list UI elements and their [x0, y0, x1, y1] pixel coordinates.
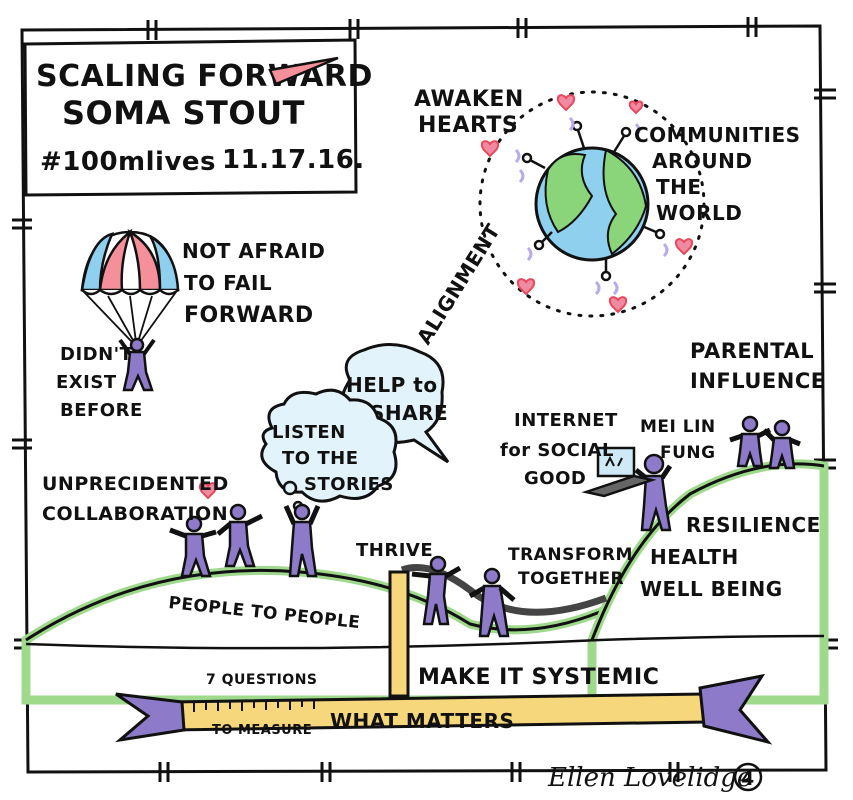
- title-box: SCALING FORWARD SOMA STOUT #100mlives 11…: [23, 38, 372, 197]
- arrow-head-icon: [698, 673, 773, 745]
- signature-number: 4: [741, 768, 755, 790]
- communities-line-4: WORLD: [656, 201, 742, 225]
- landscape: [21, 459, 829, 705]
- didnt-exist-line-3: BEFORE: [60, 400, 143, 421]
- ruler-ticks: [193, 699, 315, 712]
- listen-line-3: STORIES: [304, 474, 394, 495]
- measure-arrow: [115, 570, 773, 745]
- signature-name: Ellen Lovelidge: [547, 763, 752, 793]
- heart-icons: [480, 94, 694, 314]
- ground-line: [25, 634, 825, 650]
- internet-line-1: INTERNET: [514, 410, 618, 431]
- meilin-line-1: MEI LIN: [640, 417, 716, 437]
- not-afraid-line-3: FORWARD: [184, 303, 314, 328]
- person-figure: [169, 515, 217, 578]
- pennant-arrow-icon: [268, 56, 339, 86]
- awaken-line-1: AWAKEN: [414, 87, 524, 112]
- arrow-tail-icon: [115, 692, 186, 743]
- collaboration-heart-icon: [198, 482, 218, 500]
- mei-lin-figure: [634, 453, 673, 532]
- parachute-group: NOT AFRAID TO FAIL FORWARD DIDN'T EXIST …: [56, 228, 325, 421]
- orbit-ring: [478, 90, 706, 318]
- communities-line-2: AROUND: [652, 149, 752, 173]
- transform-line-2: TOGETHER: [518, 569, 624, 589]
- thrive-label: THRIVE: [356, 540, 433, 561]
- laptop-icon: [581, 446, 657, 498]
- resilience-line-1: RESILIENCE: [686, 513, 821, 537]
- didnt-exist-line-2: EXIST: [56, 372, 117, 393]
- listen-line-2: TO THE: [282, 448, 359, 469]
- parent-figure: [729, 415, 772, 468]
- unprecedented-line-1: UNPRECIDENTED: [42, 473, 229, 495]
- frame-border: [20, 24, 828, 774]
- not-afraid-line-1: NOT AFRAID: [182, 239, 325, 263]
- resilience-line-2: HEALTH: [650, 545, 739, 569]
- skydiver-figure: [118, 337, 156, 392]
- people-figures: [169, 415, 801, 638]
- globe-group: AWAKEN HEARTS COMMUNITIES AROUND THE WOR…: [412, 87, 801, 349]
- parachute-icon: [80, 228, 180, 392]
- thrive-post: [388, 570, 410, 698]
- seven-questions: 7 QUESTIONS: [206, 672, 318, 688]
- alignment-label: ALIGNMENT: [412, 220, 505, 349]
- not-afraid-line-2: TO FAIL: [184, 271, 272, 295]
- resilience-line-3: WELL BEING: [640, 577, 783, 601]
- internet-line-2: for SOCIAL: [500, 440, 614, 461]
- help-line-1: HELP to: [346, 373, 438, 397]
- make-it-systemic: MAKE IT SYSTEMIC: [418, 665, 659, 690]
- to-measure: TO MEASURE: [212, 723, 312, 738]
- speech-bubbles: HELP to SHARE LISTEN TO THE STORIES: [260, 343, 450, 512]
- parent-figure: [762, 419, 801, 470]
- transform-line-1: TRANSFORM: [508, 545, 633, 565]
- didnt-exist-line-1: DIDN'T: [60, 344, 133, 365]
- person-figure: [468, 567, 516, 638]
- communities-line-3: THE: [656, 175, 702, 199]
- artist-signature: Ellen Lovelidge 4: [547, 762, 763, 793]
- rope: [400, 564, 608, 616]
- listen-line-1: LISTEN: [272, 422, 346, 443]
- hashtag: #100mlives: [40, 147, 216, 177]
- what-matters: WHAT MATTERS: [330, 709, 514, 733]
- title-line-2: SOMA STOUT: [62, 94, 305, 132]
- communities-line-1: COMMUNITIES: [634, 123, 801, 147]
- awaken-line-2: HEARTS: [418, 113, 518, 138]
- event-date: 11.17.16.: [222, 145, 365, 175]
- internet-line-3: GOOD: [524, 468, 586, 489]
- unprecedented-line-2: COLLABORATION: [42, 503, 228, 525]
- listen-cloud: [260, 388, 398, 503]
- parental-line-2: INFLUENCE: [690, 369, 826, 393]
- person-figure: [283, 503, 321, 578]
- person-figure: [411, 555, 462, 626]
- meilin-line-2: FUNG: [660, 443, 716, 463]
- parental-line-1: PARENTAL: [690, 339, 814, 363]
- person-figure: [216, 503, 264, 568]
